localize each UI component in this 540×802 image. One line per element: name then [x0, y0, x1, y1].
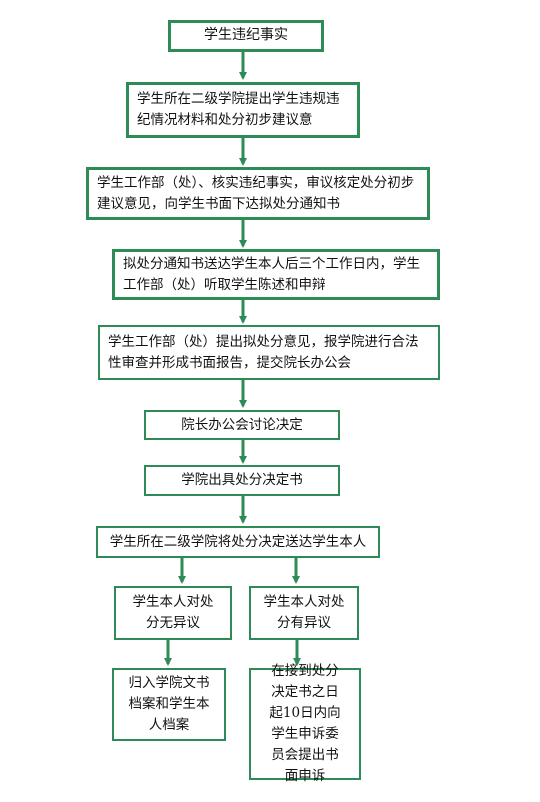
- branch-no-objection-text: 学生本人对处分无异议: [132, 594, 214, 631]
- step-decision-issued-text: 学院出具处分决定书: [181, 472, 303, 489]
- result-appeal-text: 在接到处分决定书之日起10日内向学生申诉委员会提出书面申诉: [269, 663, 341, 784]
- step-decision-issued: 学院出具处分决定书: [144, 465, 340, 496]
- step-violation-fact-text: 学生违纪事实: [204, 27, 288, 44]
- step-hearing-text: 拟处分通知书送达学生本人后三个工作日内，学生工作部（处）听取学生陈述和申辩: [123, 255, 420, 293]
- result-appeal: 在接到处分决定书之日起10日内向学生申诉委员会提出书面申诉: [249, 663, 361, 784]
- step-president-meeting: 院长办公会讨论决定: [144, 410, 340, 440]
- step-college-proposal-text: 学生所在二级学院提出学生违规违纪情况材料和处分初步建议意: [137, 91, 340, 128]
- step-college-proposal: 学生所在二级学院提出学生违规违纪情况材料和处分初步建议意: [126, 82, 360, 138]
- result-archive-text: 归入学院文书档案和学生本人档案: [128, 675, 210, 733]
- step-legality-review-text: 学生工作部（处）提出拟处分意见，报学院进行合法性审查并形成书面报告，提交院长办公…: [108, 333, 419, 371]
- branch-no-objection: 学生本人对处分无异议: [114, 586, 232, 640]
- step-hearing: 拟处分通知书送达学生本人后三个工作日内，学生工作部（处）听取学生陈述和申辩: [112, 249, 440, 300]
- step-legality-review: 学生工作部（处）提出拟处分意见，报学院进行合法性审查并形成书面报告，提交院长办公…: [98, 325, 440, 380]
- step-student-affairs-review-text: 学生工作部（处）、核实违纪事实，审议核定处分初步建议意见，向学生书面下达拟处分通…: [97, 174, 415, 212]
- result-archive: 归入学院文书档案和学生本人档案: [112, 668, 226, 741]
- step-decision-delivered: 学生所在二级学院将处分决定送达学生本人: [96, 526, 380, 558]
- step-violation-fact: 学生违纪事实: [168, 20, 324, 52]
- step-student-affairs-review: 学生工作部（处）、核实违纪事实，审议核定处分初步建议意见，向学生书面下达拟处分通…: [86, 167, 430, 220]
- branch-objection: 学生本人对处分有异议: [249, 586, 359, 640]
- branch-objection-text: 学生本人对处分有异议: [263, 594, 345, 631]
- step-president-meeting-text: 院长办公会讨论决定: [181, 416, 303, 433]
- step-decision-delivered-text: 学生所在二级学院将处分决定送达学生本人: [109, 533, 367, 550]
